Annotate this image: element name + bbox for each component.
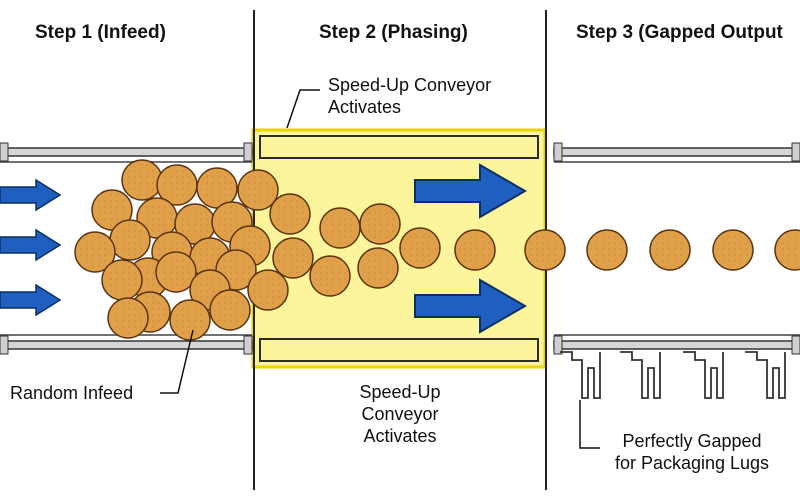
cookie-icon [136, 197, 178, 239]
cookie-icon [319, 207, 361, 249]
packaging-lugs [560, 351, 786, 399]
cookie-icon [196, 167, 238, 209]
speedup-conveyor-bottom-label: Speed-Up Conveyor Activates [359, 382, 441, 446]
cookie-icon [269, 193, 311, 235]
cookie-icon [169, 299, 211, 341]
cookie-icon [359, 203, 401, 245]
packaging-lug-icon [620, 351, 661, 399]
product-cookies [74, 159, 800, 341]
cookie-icon [109, 219, 151, 261]
packaging-lug-icon [683, 351, 724, 399]
cookie-icon [101, 259, 143, 301]
callout-leaders [160, 89, 600, 449]
cookie-icon [155, 251, 197, 293]
cookie-icon [74, 231, 116, 273]
arrow-right-icon [0, 178, 62, 212]
arrow-right-icon [0, 283, 62, 317]
cookie-icon [121, 159, 163, 201]
speedup-conveyor-top-label: Speed-Up Conveyor Activates [328, 75, 492, 117]
arrow-right-icon [0, 228, 62, 262]
cookie-icon [454, 229, 496, 271]
packaging-lug-icon [560, 351, 601, 399]
cookie-icon [107, 297, 149, 339]
step-1-title: Step 1 (Infeed) [35, 22, 166, 43]
cookie-icon [247, 269, 289, 311]
arrow-right-icon [414, 163, 527, 219]
packaging-lug-icon [745, 351, 786, 399]
cookie-icon [649, 229, 691, 271]
step-3-title: Step 3 (Gapped Output [576, 22, 783, 43]
cookie-icon [524, 229, 566, 271]
cookie-icon [774, 229, 800, 271]
conveyor-bottom-rail [0, 334, 800, 355]
cookie-icon [209, 289, 251, 331]
cookie-icon [357, 247, 399, 289]
cookie-icon [399, 227, 441, 269]
conveyor-top-rail [0, 142, 800, 163]
arrow-right-icon [414, 278, 527, 334]
speedup-arrows [414, 163, 527, 334]
cookie-icon [237, 169, 279, 211]
infeed-arrows [0, 178, 62, 317]
perfectly-gapped-label: Perfectly Gapped for Packaging Lugs [614, 431, 770, 473]
cookie-icon [156, 164, 198, 206]
cookie-icon [272, 237, 314, 279]
cookie-icon [712, 229, 754, 271]
step-2-title: Step 2 (Phasing) [319, 22, 468, 43]
cookie-icon [309, 255, 351, 297]
cookie-icon [91, 189, 133, 231]
cookie-icon [586, 229, 628, 271]
random-infeed-label: Random Infeed [10, 383, 134, 403]
